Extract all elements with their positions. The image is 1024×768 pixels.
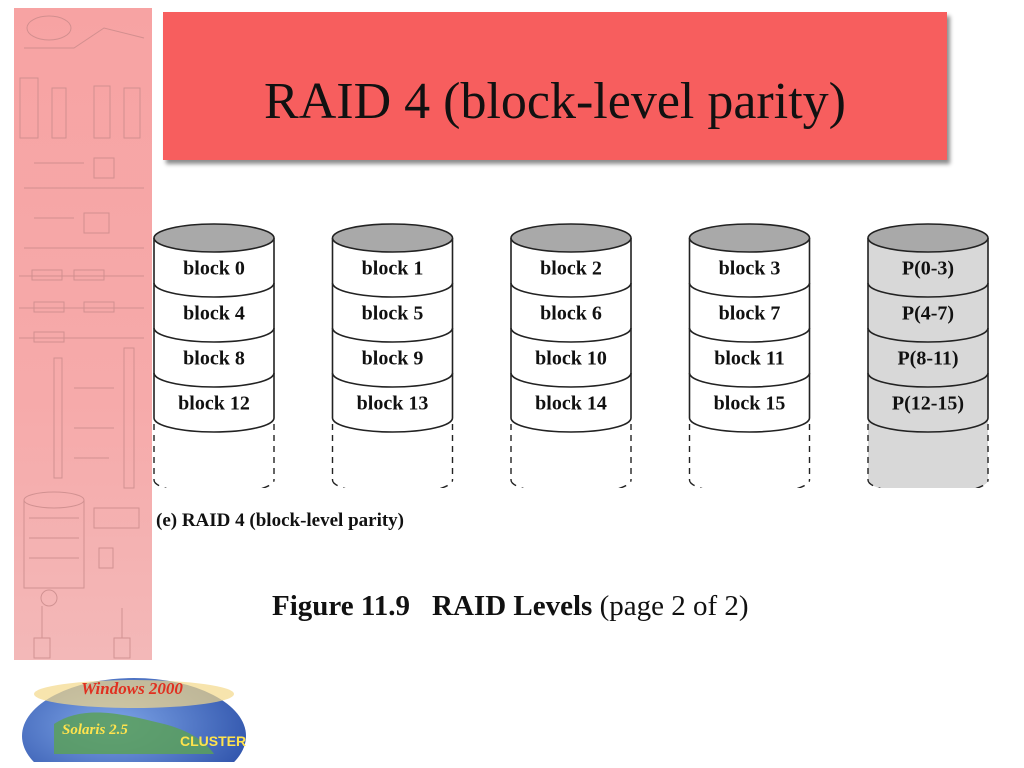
decorative-side-strip [14, 8, 152, 660]
disk-2-block-label: block 5 [362, 303, 424, 325]
disk-3-block-label: block 6 [540, 303, 602, 325]
disk-5-block-label: P(8-11) [897, 348, 958, 370]
disk-3: block 2 block 6 block 10 block 14 [510, 223, 632, 488]
disk-1: block 0 block 4 block 8 block 12 [153, 223, 275, 488]
logo-text-windows: Windows 2000 [81, 679, 183, 698]
disk-1-block-label: block 0 [183, 258, 245, 280]
disk-2-block-label: block 9 [362, 348, 424, 370]
disk-2-block-label: block 13 [357, 393, 429, 415]
disk-3-block-label: block 2 [540, 258, 602, 280]
logo-text-cluster: CLUSTER [180, 733, 246, 749]
title-banner: RAID 4 (block-level parity) [163, 12, 947, 160]
disk-5-block-label: P(4-7) [902, 303, 954, 325]
figure-title: RAID Levels [432, 590, 593, 622]
disk-1-block-label: block 12 [178, 393, 250, 415]
figure-label: Figure 11.9 RAID Levels (page 2 of 2) [272, 590, 749, 623]
disk-5-block-label: P(0-3) [902, 258, 954, 280]
diagram-caption: (e) RAID 4 (block-level parity) [156, 510, 405, 531]
disk-4-block-label: block 15 [714, 393, 786, 415]
logo-text-solaris: Solaris 2.5 [62, 722, 128, 738]
disk-3-block-label: block 14 [535, 393, 607, 415]
disk-4-block-label: block 7 [719, 303, 781, 325]
cluster-globe-logo: Windows 2000 Solaris 2.5 CLUSTER [14, 664, 250, 762]
figure-number: Figure 11.9 [272, 590, 411, 622]
disk-2-block-label: block 1 [362, 258, 424, 280]
disk-4: block 3 block 7 block 11 block 15 [688, 223, 811, 488]
slide-title: RAID 4 (block-level parity) [264, 73, 846, 130]
figure-suffix: (page 2 of 2) [599, 590, 749, 622]
disk-4-block-label: block 11 [714, 348, 785, 370]
disk-4-block-label: block 3 [719, 258, 781, 280]
disk-3-block-label: block 10 [535, 348, 607, 370]
disk-2: block 1 block 5 block 9 block 13 [331, 223, 454, 488]
disk-1-block-label: block 8 [183, 348, 245, 370]
globe-logo-graphic: Windows 2000 Solaris 2.5 CLUSTER [22, 678, 246, 762]
schematic-background-graphic [19, 15, 145, 659]
disk-5: P(0-3) P(4-7) P(8-11) P(12-15) [867, 223, 989, 488]
disk-5-block-label: P(12-15) [892, 393, 964, 415]
disk-1-block-label: block 4 [183, 303, 245, 325]
